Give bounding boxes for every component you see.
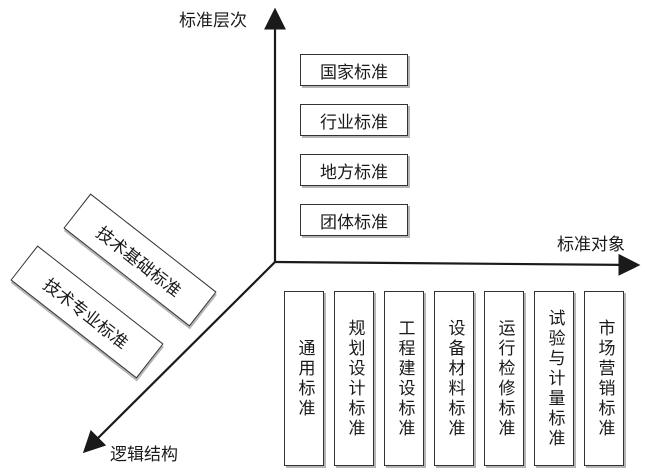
object-operation-maintenance: 运行检修标准 [484,291,524,466]
level-group: 团体标准 [300,204,408,236]
object-equipment-material: 设备材料标准 [434,291,474,466]
object-general: 通用标准 [284,291,324,466]
vertical-axis-label: 标准层次 [179,11,247,31]
level-national: 国家标准 [300,54,408,86]
level-industry: 行业标准 [300,104,408,136]
object-marketing: 市场营销标准 [584,291,624,466]
horizontal-axis-label: 标准对象 [557,235,625,255]
diagonal-axis [82,261,276,454]
diagonal-axis-label: 逻辑结构 [110,445,178,465]
object-construction: 工程建设标准 [384,291,424,466]
object-testing-metering: 试验与计量标准 [534,291,574,466]
object-planning-design: 规划设计标准 [334,291,374,466]
level-local: 地方标准 [300,154,408,186]
horizontal-axis [274,253,641,276]
